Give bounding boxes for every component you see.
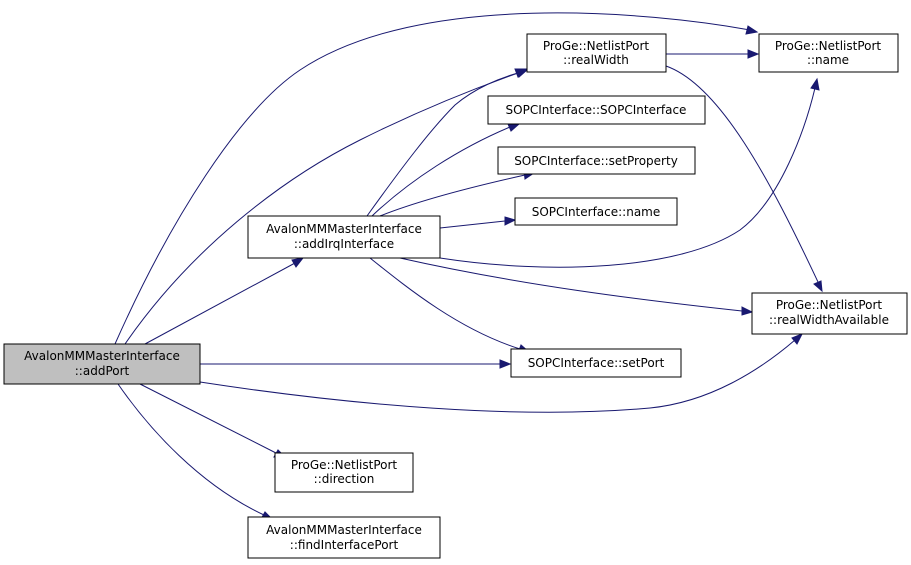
edge-addirqinterface-to-port-name [439,77,820,268]
edge-addport-to-port-name [114,12,759,345]
edge-realwidth-to-port-name [666,49,760,59]
node-direction-line1: ProGe::NetlistPort [291,458,398,472]
edge-addport-to-direction [139,383,287,458]
node-realwidth-line1: ProGe::NetlistPort [543,39,650,53]
node-addport[interactable]: AvalonMMMasterInterface ::addPort [3,343,201,385]
edge-realwidth-to-realwidthavailable [665,65,823,293]
node-addport-line1: AvalonMMMasterInterface [24,349,180,363]
node-findinterfaceport-line1: AvalonMMMasterInterface [266,523,422,537]
node-findinterfaceport[interactable]: AvalonMMMasterInterface ::findInterfaceP… [247,516,441,559]
node-findinterfaceport-line2: ::findInterfacePort [290,538,399,552]
node-addport-line2: ::addPort [75,364,130,378]
edge-addirqinterface-to-sopcinterface [371,123,521,217]
node-sopc-name-label: SOPCInterface::name [532,205,661,219]
edge-addirqinterface-to-setport [369,257,531,354]
node-port-name-line1: ProGe::NetlistPort [775,39,882,53]
node-setproperty[interactable]: SOPCInterface::setProperty [497,146,696,175]
node-realwidthavailable[interactable]: ProGe::NetlistPort ::realWidthAvailable [751,292,908,335]
node-setport-label: SOPCInterface::setPort [528,356,665,370]
node-sopcinterface-ctor[interactable]: SOPCInterface::SOPCInterface [487,95,706,125]
node-sopc-name[interactable]: SOPCInterface::name [514,197,678,226]
edge-addport-to-addirqinterface [144,257,305,345]
node-sopcinterface-ctor-label: SOPCInterface::SOPCInterface [506,103,687,117]
edge-addirqinterface-to-sopcname [439,216,517,229]
edge-addirqinterface-to-realwidth [366,69,529,217]
node-realwidthavailable-line2: ::realWidthAvailable [769,313,889,327]
node-setproperty-label: SOPCInterface::setProperty [514,154,678,168]
node-realwidthavailable-line1: ProGe::NetlistPort [776,298,883,312]
node-port-name-line2: ::name [807,53,849,67]
node-direction[interactable]: ProGe::NetlistPort ::direction [274,452,414,493]
edge-addport-to-findinterfaceport [117,383,274,520]
node-setport[interactable]: SOPCInterface::setPort [510,348,682,378]
node-port-name[interactable]: ProGe::NetlistPort ::name [758,33,899,73]
edge-addport-to-realwidth [124,68,529,345]
node-addirqinterface[interactable]: AvalonMMMasterInterface ::addIrqInterfac… [247,215,441,259]
node-addirqinterface-line1: AvalonMMMasterInterface [266,222,422,236]
edge-addport-to-realwidthavailable [199,333,804,413]
node-realwidth[interactable]: ProGe::NetlistPort ::realWidth [526,33,667,73]
node-addirqinterface-line2: ::addIrqInterface [294,237,394,251]
edge-addirqinterface-to-realwidthavailable [399,257,754,316]
node-direction-line2: ::direction [314,472,375,486]
node-realwidth-line2: ::realWidth [563,53,629,67]
edge-addirqinterface-to-setproperty [379,170,536,217]
edge-addport-to-setport [200,359,512,369]
edges [114,12,823,520]
